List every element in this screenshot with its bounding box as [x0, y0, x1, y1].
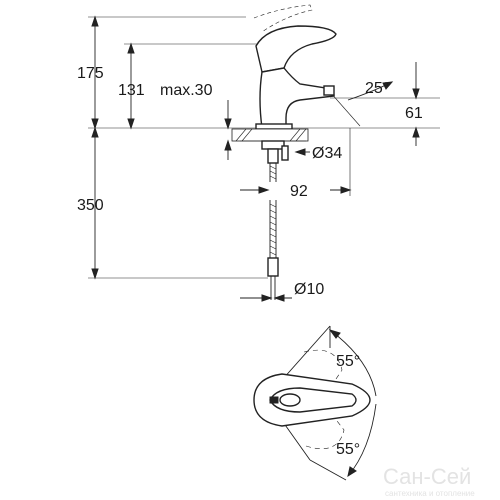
dimension-hose-diameter: Ø10 — [240, 281, 324, 302]
dim-label-92: 92 — [290, 183, 308, 200]
dimension-hole-diameter: Ø34 — [294, 145, 342, 162]
dim-label-131: 131 — [118, 82, 145, 99]
dimension-projection: 92 — [240, 128, 352, 200]
dimension-spout-above-deck: 61 — [405, 62, 423, 146]
watermark-sub: сантехника и отопление — [385, 489, 475, 498]
dim-label-max-30: max.30 — [160, 82, 213, 99]
watermark: Сан-Сей сантехника и отопление — [383, 464, 475, 498]
dim-label-25-deg: 25° — [365, 80, 389, 97]
dim-label-d34: Ø34 — [312, 145, 342, 162]
dimension-lever-angle-top: 55° — [336, 353, 360, 370]
mounting-assembly — [261, 140, 289, 164]
faucet-top-view — [253, 325, 377, 481]
deck-section — [231, 128, 309, 142]
dim-label-d10: Ø10 — [294, 281, 324, 298]
faucet-side-view — [253, 4, 337, 130]
dimension-lever-angle-bottom: 55° — [336, 441, 360, 458]
dimension-hose-length: 350 — [77, 126, 104, 280]
dim-label-55-top: 55° — [336, 353, 360, 370]
dimension-spout-angle: 25° — [329, 80, 394, 127]
dim-label-55-bottom: 55° — [336, 441, 360, 458]
dim-label-175: 175 — [77, 65, 104, 82]
dimension-spout-height: 131 — [118, 42, 145, 130]
dim-label-61: 61 — [405, 105, 423, 122]
watermark-main: Сан-Сей — [383, 464, 471, 489]
dimension-total-height: 175 — [77, 15, 104, 130]
flexible-hose — [267, 163, 279, 300]
dim-label-350: 350 — [77, 197, 104, 214]
dimension-max-deck: max.30 — [160, 82, 232, 160]
